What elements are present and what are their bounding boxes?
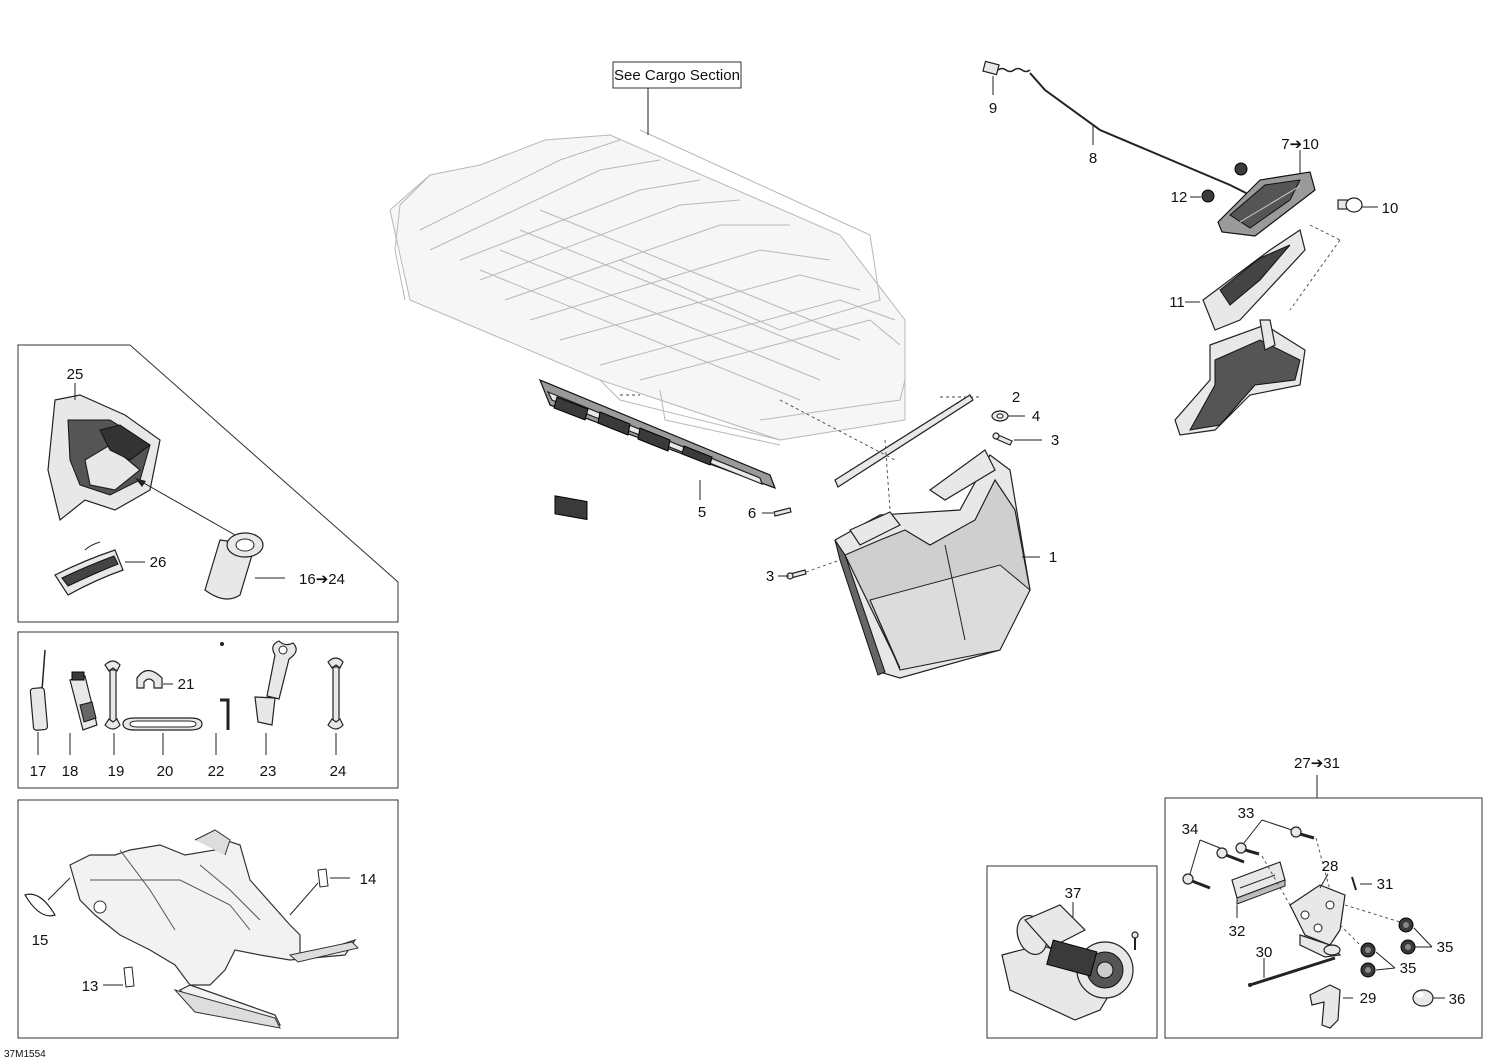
part-14-decal	[317, 868, 329, 888]
part-8-wire-harness	[1029, 72, 1251, 196]
callout-30: 30	[1256, 944, 1273, 961]
callout-12: 12	[1171, 189, 1188, 206]
callout-24: 24	[330, 763, 347, 780]
callout-16-24: 16➔24	[299, 571, 345, 588]
part-12-grommet	[1201, 162, 1248, 203]
callout-32: 32	[1229, 923, 1246, 940]
part-4-washer	[991, 410, 1009, 422]
callout-8: 8	[1089, 150, 1097, 167]
callout-31: 31	[1377, 876, 1394, 893]
part-15-decal	[24, 893, 56, 917]
callout-34: 34	[1182, 821, 1199, 838]
part-22-allen-key	[220, 698, 230, 730]
part-17-screwdriver	[29, 649, 49, 731]
part-23-spanner-tool	[254, 640, 297, 726]
part-24-wrench	[327, 657, 344, 730]
snowmobile-outline	[69, 829, 359, 1029]
see-cargo-label: See Cargo Section	[614, 67, 740, 84]
kit-link-dot	[220, 642, 224, 646]
callout-29: 29	[1360, 990, 1377, 1007]
callout-2: 2	[1012, 389, 1020, 406]
part-30-hitch-pin	[1248, 956, 1336, 987]
see-cargo-note: See Cargo Section	[612, 61, 742, 135]
callout-18: 18	[62, 763, 79, 780]
callout-10: 10	[1382, 200, 1399, 217]
part-32-plate	[1231, 861, 1286, 905]
part-34-bolts	[1182, 847, 1245, 890]
callout-14: 14	[360, 871, 377, 888]
part-3-screw-upper	[992, 432, 1013, 446]
part-10-bulb	[1337, 197, 1363, 213]
part-6-pin	[773, 507, 792, 517]
callout-35-upper: 35	[1437, 939, 1454, 956]
callout-36: 36	[1449, 991, 1466, 1008]
part-3-screw-lower	[786, 569, 807, 580]
part-18-spark-plug-socket	[69, 671, 98, 731]
callout-7-10: 7➔10	[1281, 136, 1319, 153]
part-1-snow-flap	[834, 449, 1031, 679]
callout-37: 37	[1065, 885, 1082, 902]
callout-1: 1	[1049, 549, 1057, 566]
part-2-mounting-strip	[834, 394, 974, 488]
part-21-clip	[136, 669, 163, 689]
callout-3-lower: 3	[766, 568, 774, 585]
part-11-light-housing	[1174, 229, 1306, 436]
callout-4: 4	[1032, 408, 1040, 425]
part-25-storage-bag	[47, 394, 161, 522]
callout-35-lower: 35	[1400, 960, 1417, 977]
callout-26: 26	[150, 554, 167, 571]
part-13-decal	[123, 966, 135, 988]
decals-panel: 15 14 13	[17, 799, 399, 1039]
callout-27-31: 27➔31	[1294, 755, 1340, 772]
callout-13: 13	[82, 978, 99, 995]
part-33-bolts	[1235, 826, 1315, 856]
callout-17: 17	[30, 763, 47, 780]
callout-22: 22	[208, 763, 225, 780]
part-20-strap-band	[122, 717, 203, 731]
callout-23: 23	[260, 763, 277, 780]
part-28-bracket	[1289, 884, 1346, 958]
part-9-connector	[982, 60, 1031, 76]
callout-25: 25	[67, 366, 84, 383]
part-5-side-reflector-panel	[538, 378, 777, 521]
callout-15: 15	[32, 932, 49, 949]
part-26-strap	[54, 549, 124, 596]
winch-panel: 37	[986, 865, 1158, 1039]
tool-kit-contents-panel: 17 18 19 21 20 22	[17, 631, 399, 789]
part-37-winch	[1001, 904, 1139, 1021]
part-36-cap	[1412, 989, 1434, 1007]
part-19-wrench	[104, 660, 121, 730]
part-35-nuts	[1360, 917, 1416, 978]
callout-11: 11	[1169, 294, 1185, 311]
part-16-tool-kit-roll	[204, 532, 264, 600]
callout-19: 19	[108, 763, 125, 780]
callout-20: 20	[157, 763, 174, 780]
part-29-clip	[1309, 984, 1341, 1029]
part-31-pin	[1351, 876, 1357, 891]
toolkit-bag-panel: 25 26 16➔24	[17, 344, 399, 623]
callout-33: 33	[1238, 805, 1255, 822]
cargo-rack-ghost	[389, 129, 906, 446]
part-7-tail-light	[1217, 171, 1316, 237]
drawing-code: 37M1554	[4, 1049, 46, 1060]
callout-21: 21	[178, 676, 195, 693]
hitch-panel: 27➔31 33 34 32	[1164, 755, 1483, 1039]
callout-6: 6	[748, 505, 756, 522]
callout-28: 28	[1322, 858, 1339, 875]
callout-3-upper: 3	[1051, 432, 1059, 449]
callout-9: 9	[989, 100, 997, 117]
callout-5: 5	[698, 504, 706, 521]
